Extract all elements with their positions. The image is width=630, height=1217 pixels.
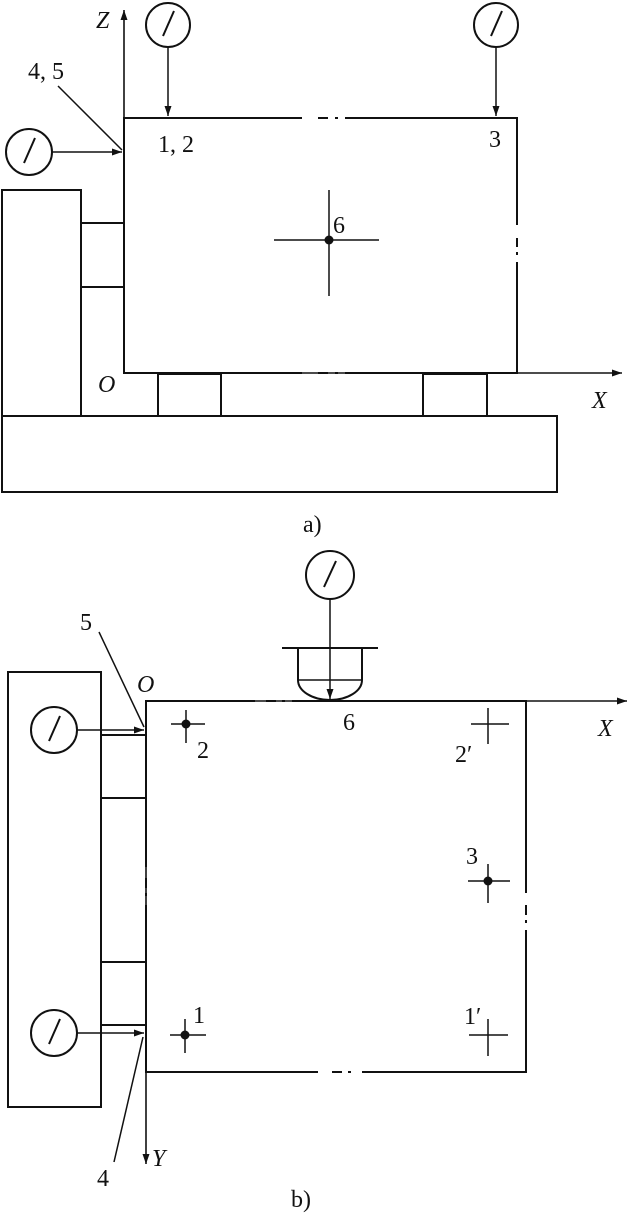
z-axis-label: Z bbox=[96, 8, 110, 34]
point-5-label: 5 bbox=[80, 610, 92, 636]
point-3-mark bbox=[468, 864, 510, 903]
base-plate bbox=[1, 415, 558, 493]
figure-a: Z X O 6 1, 2 3 bbox=[1, 2, 622, 538]
point-2-label: 2 bbox=[197, 738, 209, 764]
support-block-right bbox=[422, 373, 488, 417]
x-axis-label: X bbox=[591, 388, 608, 414]
point-1-mark bbox=[170, 1019, 206, 1053]
point-2-mark bbox=[171, 710, 205, 743]
point-2p-label: 2′ bbox=[455, 742, 472, 768]
leader-5 bbox=[98, 631, 145, 728]
angle-plate-b bbox=[7, 671, 102, 1108]
point-6-mark bbox=[274, 190, 379, 296]
leader-4-5 bbox=[57, 85, 123, 151]
caption-a: a) bbox=[303, 512, 322, 538]
side-block bbox=[80, 222, 125, 288]
dial-indicator-icon bbox=[473, 2, 519, 48]
dial-indicator-icon bbox=[5, 128, 53, 176]
point-4-5-label: 4, 5 bbox=[28, 59, 64, 85]
dial-indicator-icon bbox=[30, 706, 78, 754]
dial-indicator-icon bbox=[145, 2, 191, 48]
dial-indicator-icon bbox=[30, 1009, 78, 1057]
caption-b: b) bbox=[291, 1187, 311, 1213]
y-axis-b-label: Y bbox=[152, 1146, 168, 1172]
point-6-label: 6 bbox=[333, 213, 345, 239]
point-3-label-b: 3 bbox=[466, 844, 478, 870]
point-1-label: 1 bbox=[193, 1003, 205, 1029]
angle-plate bbox=[1, 189, 82, 417]
point-6-label-b: 6 bbox=[343, 710, 355, 736]
point-3-label: 3 bbox=[489, 127, 501, 153]
origin-label: O bbox=[98, 372, 115, 398]
side-block-b-top bbox=[100, 734, 147, 799]
point-1p-label: 1′ bbox=[464, 1004, 481, 1030]
point-1-2-label: 1, 2 bbox=[158, 132, 194, 158]
point-4-label: 4 bbox=[97, 1166, 109, 1192]
origin-b-label: O bbox=[137, 672, 154, 698]
x-axis-b-label: X bbox=[597, 716, 614, 742]
figure-b: X Y O 2 2′ 3 1 bbox=[7, 550, 627, 1213]
point-1p-mark bbox=[469, 1019, 508, 1056]
point-2p-mark bbox=[471, 708, 509, 744]
side-block-b-bottom bbox=[100, 961, 147, 1026]
dial-indicator-icon bbox=[305, 550, 355, 600]
leader-4 bbox=[113, 1036, 144, 1163]
support-block-left bbox=[157, 373, 222, 417]
